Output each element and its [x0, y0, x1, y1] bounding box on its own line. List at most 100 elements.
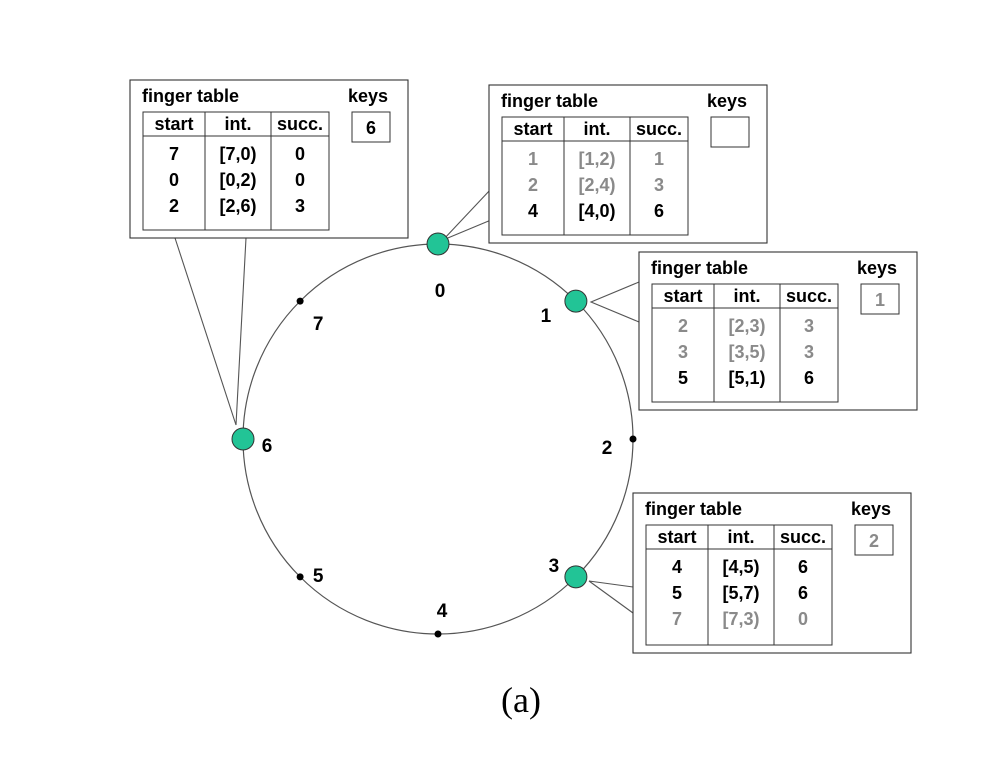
header-interval: int. [584, 119, 611, 139]
keys-box [854, 524, 894, 556]
cell-successor: 3 [804, 316, 814, 336]
header-start: start [154, 114, 193, 134]
table-row: 2 [2,4) 3 [528, 175, 664, 195]
header-successor: succ. [786, 286, 832, 306]
keys-box [351, 111, 391, 143]
cell-successor: 1 [654, 149, 664, 169]
finger-table-title: finger table [501, 91, 598, 111]
header-interval: int. [734, 286, 761, 306]
position-3-label: 3 [549, 556, 560, 577]
callout-leader-node-3 [588, 580, 634, 614]
cell-successor: 6 [804, 368, 814, 388]
position-2-dot [629, 435, 637, 443]
cell-interval: [2,4) [578, 175, 615, 195]
position-4-label: 4 [437, 601, 448, 622]
header-start: start [513, 119, 552, 139]
header-interval: int. [728, 527, 755, 547]
table-row: 7[7,3)0 [672, 609, 808, 629]
table-row: 1 [1,2) 1 [528, 149, 664, 169]
table-row: 0 [0,2) 0 [169, 170, 305, 190]
finger-table-grid [501, 116, 689, 236]
cell-start: 4 [528, 201, 538, 221]
cell-start: 7 [672, 609, 682, 629]
cell-interval: [0,2) [219, 170, 256, 190]
cell-interval: [2,3) [728, 316, 765, 336]
finger-table-node-6: finger table keys 6 start int. succ. 7 [7,0) 0 0 [… [129, 79, 409, 239]
header-interval: int. [225, 114, 252, 134]
header-successor: succ. [780, 527, 826, 547]
position-1-label: 1 [541, 306, 552, 327]
keys-value: 6 [366, 118, 376, 138]
cell-start: 4 [672, 557, 682, 577]
position-6-label: 6 [262, 436, 273, 457]
table-row: 2 [2,6) 3 [169, 196, 305, 216]
cell-start: 5 [678, 368, 688, 388]
cell-successor: 6 [654, 201, 664, 221]
cell-start: 7 [169, 144, 179, 164]
cell-start: 2 [528, 175, 538, 195]
keys-label: keys [707, 91, 747, 111]
cell-interval: [3,5) [728, 342, 765, 362]
cell-interval: [4,5) [722, 557, 759, 577]
position-7-dot [296, 297, 304, 305]
keys-box [860, 283, 900, 315]
cell-interval: [5,1) [728, 368, 765, 388]
table-row: 2 [2,3) 3 [678, 316, 814, 336]
finger-table-box [638, 251, 918, 411]
header-start: start [663, 286, 702, 306]
cell-successor: 3 [654, 175, 664, 195]
position-5-dot [296, 573, 304, 581]
header-successor: succ. [277, 114, 323, 134]
node-3-marker [564, 565, 588, 589]
cell-start: 0 [169, 170, 179, 190]
finger-table-box [632, 492, 912, 654]
cell-start: 3 [678, 342, 688, 362]
cell-interval: [7,0) [219, 144, 256, 164]
node-1-marker [564, 289, 588, 313]
callout-leaders [174, 188, 640, 614]
finger-table-box [488, 84, 768, 244]
callout-leader-node-6 [174, 237, 247, 426]
keys-box [710, 116, 750, 148]
table-row: 7 [7,0) 0 [169, 144, 305, 164]
cell-start: 1 [528, 149, 538, 169]
cell-start: 2 [678, 316, 688, 336]
keys-label: keys [857, 258, 897, 278]
callout-leader-node-0 [442, 188, 492, 241]
cell-interval: [2,6) [219, 196, 256, 216]
cell-interval: [1,2) [578, 149, 615, 169]
cell-successor: 0 [295, 170, 305, 190]
cell-successor: 3 [295, 196, 305, 216]
keys-value: 1 [875, 290, 885, 310]
cell-interval: [7,3) [722, 609, 759, 629]
header-start: start [657, 527, 696, 547]
finger-table-grid [645, 524, 833, 646]
cell-interval: [4,0) [578, 201, 615, 221]
cell-interval: [5,7) [722, 583, 759, 603]
finger-table-grid [142, 111, 330, 231]
finger-table-box [129, 79, 409, 239]
cell-successor: 0 [295, 144, 305, 164]
table-row: 4 [4,0) 6 [528, 201, 664, 221]
keys-label: keys [851, 499, 891, 519]
cell-start: 2 [169, 196, 179, 216]
finger-table-grid [651, 283, 839, 403]
keys-label: keys [348, 86, 388, 106]
table-row: 5 [5,1) 6 [678, 368, 814, 388]
position-2-label: 2 [602, 438, 613, 459]
finger-table-title: finger table [645, 499, 742, 519]
figure-caption: (a) [501, 680, 541, 720]
finger-table-title: finger table [142, 86, 239, 106]
cell-start: 5 [672, 583, 682, 603]
cell-successor: 3 [804, 342, 814, 362]
table-row: 5[5,7)6 [672, 583, 808, 603]
table-row: 3 [3,5) 3 [678, 342, 814, 362]
position-5-label: 5 [313, 566, 324, 587]
position-0-label: 0 [435, 281, 446, 302]
callout-leader-node-1 [589, 281, 640, 323]
